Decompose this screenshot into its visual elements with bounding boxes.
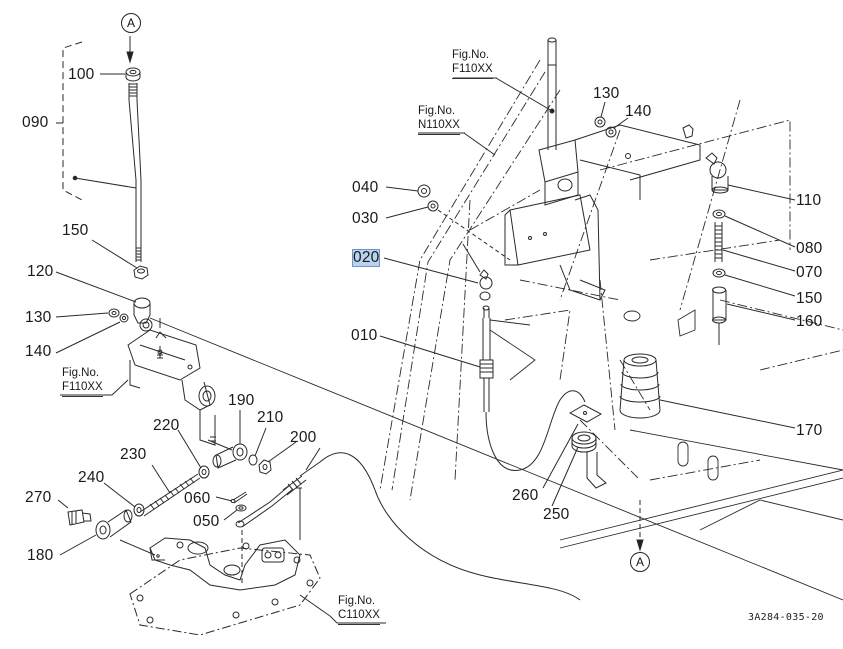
part-label-040[interactable]: 040 (352, 179, 379, 196)
figure-ref-title: Fig.No. (452, 49, 490, 61)
part-label-020-selected[interactable]: 020 (351, 249, 381, 267)
part-label-120[interactable]: 120 (27, 263, 54, 280)
part-130-nut-left (109, 309, 119, 317)
part-label-110[interactable]: 110 (796, 192, 822, 209)
part-180-rod-end (96, 510, 132, 539)
part-label-090[interactable]: 090 (22, 114, 49, 131)
part-260-plate (570, 405, 601, 422)
part-110-elbow (706, 153, 728, 193)
figure-ref-f110xx-left[interactable]: Fig.No. F110XX (62, 366, 103, 397)
part-230-threaded-rod (140, 474, 200, 516)
part-080-nut (713, 210, 725, 218)
part-label-230[interactable]: 230 (120, 446, 147, 463)
part-100-nut (126, 68, 140, 81)
part-010-shift-cable (480, 306, 585, 470)
part-160-sleeve (713, 287, 727, 323)
part-170-boot (620, 354, 660, 418)
diagram-reference-code: 3A284-035-20 (748, 612, 824, 623)
part-200-nut (259, 460, 271, 474)
part-140-washer-left (120, 314, 128, 322)
shift-cable-lower (236, 453, 580, 600)
shift-housing (137, 538, 313, 623)
shift-bracket-center (505, 195, 605, 300)
part-060-pin (231, 492, 247, 503)
part-label-200[interactable]: 200 (290, 429, 317, 446)
reference-marker-a-bottom[interactable]: A (630, 552, 650, 572)
figure-ref-number[interactable]: C110XX (338, 608, 380, 625)
part-label-170[interactable]: 170 (796, 422, 823, 439)
figure-ref-number[interactable]: N110XX (418, 118, 460, 135)
part-label-030[interactable]: 030 (352, 210, 379, 227)
part-220-nut (199, 466, 209, 478)
lever-arm (200, 410, 232, 450)
part-050-washer (236, 505, 246, 511)
part-label-150-right[interactable]: 150 (796, 290, 823, 307)
part-120-rod-end (134, 298, 152, 331)
part-label-150-left[interactable]: 150 (62, 222, 89, 239)
part-label-130-left[interactable]: 130 (25, 309, 52, 326)
part-070-threaded-stud (715, 222, 722, 262)
part-label-010[interactable]: 010 (351, 327, 378, 344)
part-label-050[interactable]: 050 (193, 513, 220, 530)
floor-panel (560, 311, 843, 548)
part-090-shift-rod (129, 83, 141, 262)
part-label-180[interactable]: 180 (27, 547, 54, 564)
figure-ref-f110xx-top[interactable]: Fig.No. F110XX (452, 48, 493, 79)
part-label-100[interactable]: 100 (68, 66, 95, 83)
part-020-ball-joint (480, 270, 492, 300)
part-250-grommet (572, 432, 606, 488)
part-label-260[interactable]: 260 (512, 487, 539, 504)
part-270-fitting (68, 510, 91, 525)
gear-shift-lever (539, 38, 700, 205)
part-label-140-left[interactable]: 140 (25, 343, 52, 360)
figure-ref-title: Fig.No. (418, 105, 456, 117)
reference-marker-a-top[interactable]: A (121, 13, 141, 33)
transmission-cover (130, 548, 320, 635)
arrow-head-icon (127, 52, 133, 62)
part-150-nut-right (713, 269, 725, 277)
part-label-140-right[interactable]: 140 (625, 103, 652, 120)
figure-ref-n110xx[interactable]: Fig.No. N110XX (418, 104, 460, 135)
part-label-210[interactable]: 210 (257, 409, 284, 426)
part-label-160[interactable]: 160 (796, 313, 823, 330)
part-label-070[interactable]: 070 (796, 264, 823, 281)
shift-lever-bracket (128, 330, 215, 410)
part-240-nut (134, 504, 144, 516)
figure-ref-title: Fig.No. (62, 367, 100, 379)
figure-ref-c110xx[interactable]: Fig.No. C110XX (338, 594, 380, 625)
part-label-220[interactable]: 220 (153, 417, 180, 434)
figure-ref-title: Fig.No. (338, 595, 376, 607)
part-040-nut (418, 185, 430, 197)
part-label-130-right[interactable]: 130 (593, 85, 620, 102)
part-130-nut-right (595, 117, 605, 127)
part-label-080[interactable]: 080 (796, 240, 823, 257)
part-label-250[interactable]: 250 (543, 506, 570, 523)
bracket-090-indicator (63, 42, 82, 200)
part-140-washer-right (606, 127, 616, 137)
part-030-washer (428, 201, 438, 211)
part-label-270[interactable]: 270 (25, 489, 52, 506)
part-label-240[interactable]: 240 (78, 469, 105, 486)
part-label-190[interactable]: 190 (228, 392, 255, 409)
part-150-nut-left (134, 266, 148, 279)
part-190-rod-end (213, 444, 247, 468)
figure-ref-number[interactable]: F110XX (62, 380, 103, 397)
part-210-washer (249, 455, 257, 465)
part-label-060[interactable]: 060 (184, 490, 211, 507)
figure-ref-number[interactable]: F110XX (452, 62, 493, 79)
